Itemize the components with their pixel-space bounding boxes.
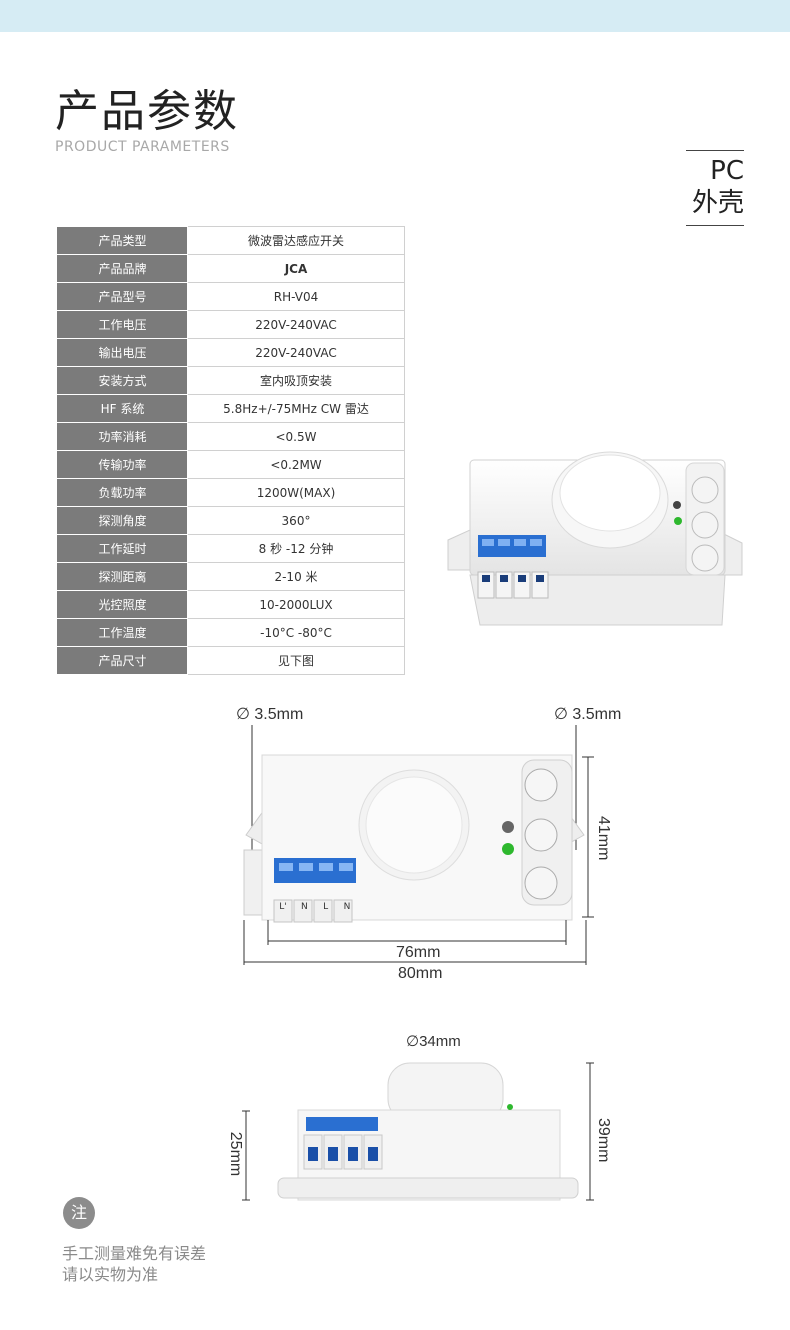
material-line2: 外壳 <box>691 188 744 218</box>
spec-value: 10-2000LUX <box>187 590 405 619</box>
note-badge: 注 <box>63 1197 95 1229</box>
side-view-drawing <box>242 1062 594 1201</box>
page-title: 产品参数 <box>55 86 239 137</box>
spec-key: 工作电压 <box>57 310 188 339</box>
spec-value: <0.5W <box>187 422 405 451</box>
hole-right-dim: ∅ 3.5mm <box>554 704 621 724</box>
note-text: 手工测量难免有误差 请以实物为准 <box>62 1243 206 1285</box>
spec-value: 微波雷达感应开关 <box>187 226 405 255</box>
spec-key: 功率消耗 <box>57 422 188 451</box>
spec-key: 产品型号 <box>57 282 188 311</box>
spec-key: 产品尺寸 <box>57 646 188 675</box>
note-line1: 手工测量难免有误差 <box>62 1244 207 1263</box>
spec-value: 220V-240VAC <box>187 310 405 339</box>
spec-key: 探测距离 <box>57 562 188 591</box>
spec-key: 负载功率 <box>57 478 188 507</box>
material-line1: PC <box>710 156 744 186</box>
spec-value: 1200W(MAX) <box>187 478 405 507</box>
spec-key: 产品品牌 <box>57 254 188 283</box>
spec-value: 室内吸顶安装 <box>187 366 405 395</box>
side-total-dim: 39mm <box>595 1118 612 1163</box>
spec-value: 360° <box>187 506 405 535</box>
dome-dim: ∅34mm <box>406 1032 461 1050</box>
material-label: PC 外壳 <box>686 150 744 226</box>
spec-row: 产品类型微波雷达感应开关 <box>57 226 405 255</box>
terminal-label: L' <box>279 902 287 912</box>
dome-value: 34mm <box>419 1033 461 1050</box>
spec-key: 传输功率 <box>57 450 188 479</box>
hole-left-value: 3.5mm <box>254 706 304 723</box>
spec-key: 工作延时 <box>57 534 188 563</box>
spec-row: 产品尺寸见下图 <box>57 646 405 675</box>
spec-key: HF 系统 <box>57 394 188 423</box>
terminal-label: L <box>323 902 329 912</box>
spec-key: 安装方式 <box>57 366 188 395</box>
terminal-label: N <box>343 902 351 912</box>
height-top-dim: 41mm <box>595 816 612 861</box>
width-outer-dim: 80mm <box>398 965 443 982</box>
diameter-icon: ∅ <box>554 706 568 723</box>
side-base-dim: 25mm <box>227 1131 245 1177</box>
width-inner-dim: 76mm <box>396 944 441 961</box>
spec-key: 输出电压 <box>57 338 188 367</box>
hole-right-value: 3.5mm <box>572 706 622 723</box>
spec-value: 2-10 米 <box>187 562 405 591</box>
spec-value: 220V-240VAC <box>187 338 405 367</box>
spec-value: JCA <box>187 254 405 283</box>
hole-left-dim: ∅ 3.5mm <box>236 704 303 724</box>
spec-row: 安装方式室内吸顶安装 <box>57 366 405 395</box>
terminal-labels: L' N L N <box>274 902 356 912</box>
terminal-label: N <box>300 902 308 912</box>
spec-row: 工作温度-10°C -80°C <box>57 618 405 647</box>
spec-value: RH-V04 <box>187 282 405 311</box>
spec-key: 产品类型 <box>57 226 188 255</box>
spec-key: 光控照度 <box>57 590 188 619</box>
product-photo <box>447 451 743 626</box>
spec-value: 5.8Hz+/-75MHz CW 雷达 <box>187 394 405 423</box>
spec-value: <0.2MW <box>187 450 405 479</box>
spec-value: 8 秒 -12 分钟 <box>187 534 405 563</box>
spec-value: 见下图 <box>187 646 405 675</box>
spec-key: 工作温度 <box>57 618 188 647</box>
page-subtitle: PRODUCT PARAMETERS <box>55 139 230 155</box>
diameter-icon: ∅ <box>406 1033 420 1050</box>
spec-value: -10°C -80°C <box>187 618 405 647</box>
spec-row: 功率消耗<0.5W <box>57 422 405 451</box>
top-banner <box>0 0 790 32</box>
note-line2: 请以实物为准 <box>62 1265 159 1284</box>
diameter-icon: ∅ <box>236 706 250 723</box>
spec-key: 探测角度 <box>57 506 188 535</box>
spec-row: 传输功率<0.2MW <box>57 450 405 479</box>
top-view-drawing <box>243 725 594 965</box>
